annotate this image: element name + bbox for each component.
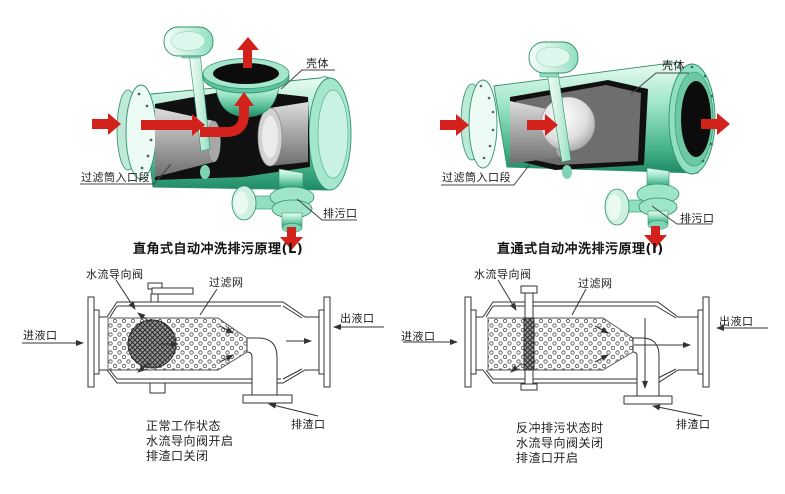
backwash-state-schematic — [403, 279, 768, 417]
status-line: 水流导向阀开启 — [146, 434, 234, 448]
red-flow-arrows — [92, 37, 303, 250]
drain-elbow-pipe — [246, 337, 278, 396]
right-angle-filter-illustration — [80, 26, 357, 250]
normal-state-schematic — [22, 279, 384, 417]
shell-outline — [87, 296, 331, 388]
valve-bolt-fitting — [520, 285, 538, 391]
straight-filter-illustration — [440, 41, 730, 248]
shell-outline — [464, 296, 710, 388]
inlet-section-label-left: 过滤筒入口段 — [81, 171, 150, 184]
inlet-label-br: 进液口 — [401, 330, 436, 343]
drain-assembly — [231, 168, 315, 233]
status-line: 排渣口关闭 — [146, 449, 209, 463]
status-line: 正常工作状态 — [146, 419, 222, 433]
status-line: 排渣口开启 — [516, 451, 579, 465]
inlet-section-label-right: 过滤筒入口段 — [442, 171, 511, 184]
caption-straight-type: 直通式自动冲洗排污原理(I) — [497, 242, 664, 257]
label-leader-lines — [441, 72, 712, 225]
label-leader-lines — [80, 69, 357, 221]
drain-port-label-left: 排污口 — [323, 207, 358, 220]
drain-assembly — [604, 167, 680, 230]
filter-screen-mesh — [487, 317, 634, 371]
status-line: 水流导向阀关闭 — [516, 436, 604, 450]
inlet-label-bl: 进液口 — [23, 329, 58, 342]
valve-handle-fitting — [147, 282, 194, 303]
flow-arrows — [510, 318, 691, 389]
valve-stem — [528, 41, 579, 179]
directional-valve-closed — [523, 317, 535, 371]
label-leader-lines — [22, 279, 384, 417]
shell-label-left: 壳体 — [306, 57, 329, 70]
valve-label-bl: 水流导向阀 — [86, 268, 144, 281]
red-flow-arrows — [440, 113, 730, 248]
caption-right-angle-type: 直角式自动冲洗排污原理(L) — [133, 242, 304, 257]
valve-stem — [163, 26, 214, 179]
screen-label-br: 过滤网 — [578, 277, 613, 290]
status-line: 反冲排污状态时 — [516, 421, 604, 435]
bottom-fitting — [149, 382, 166, 394]
valve-label-br: 水流导向阀 — [474, 268, 532, 281]
slag-port-flange — [242, 394, 293, 404]
outlet-label-br: 出液口 — [719, 315, 754, 328]
status-text-normal: 正常工作状态 水流导向阀开启 排渣口关闭 — [146, 419, 234, 464]
slag-port-flange — [623, 395, 673, 405]
drain-elbow-pipe — [632, 337, 660, 397]
screen-label-bl: 过滤网 — [209, 276, 244, 289]
label-leader-lines — [403, 279, 768, 417]
slag-label-br: 排渣口 — [676, 418, 711, 431]
drain-port-label-right: 排污口 — [680, 212, 715, 225]
flange-bolt-holes-left — [479, 84, 495, 160]
shell-label-right: 壳体 — [662, 59, 685, 72]
status-text-backwash: 反冲排污状态时 水流导向阀关闭 排渣口开启 — [516, 421, 604, 466]
flow-arrows — [137, 312, 312, 373]
slag-label-bl: 排渣口 — [291, 418, 326, 431]
outlet-label-bl: 出液口 — [340, 312, 375, 325]
